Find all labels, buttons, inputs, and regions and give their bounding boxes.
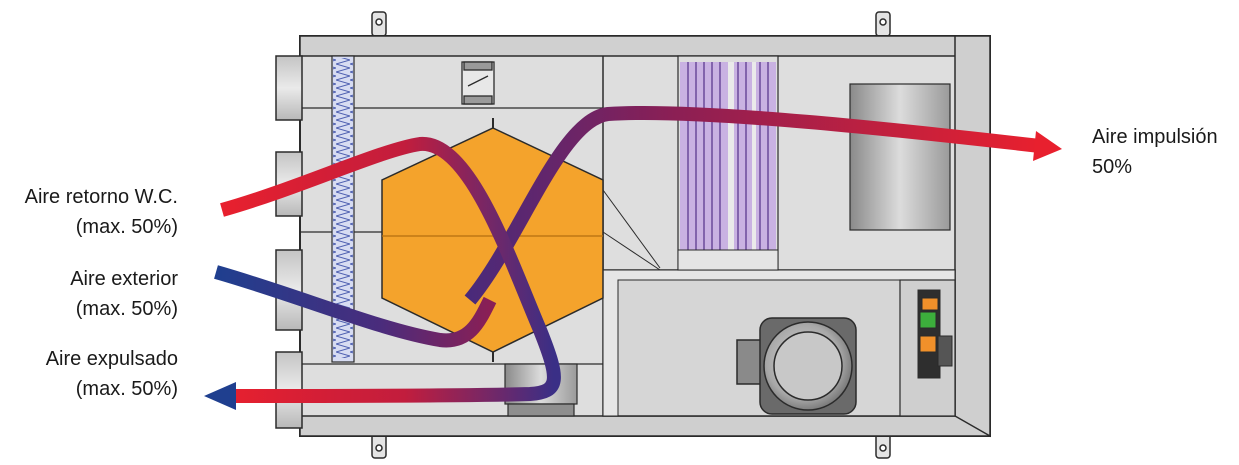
supply-fan	[850, 84, 950, 230]
label-supply-air-line2: 50%	[1092, 152, 1237, 182]
label-exterior-air: Aire exterior (max. 50%)	[10, 264, 178, 324]
label-exterior-air-line2: (max. 50%)	[10, 294, 178, 324]
label-supply-air: Aire impulsión 50%	[1092, 122, 1237, 182]
label-exhaust-air-line1: Aire expulsado	[10, 344, 178, 374]
label-exterior-air-line1: Aire exterior	[10, 264, 178, 294]
label-supply-air-line1: Aire impulsión	[1092, 122, 1237, 152]
label-exhaust-air: Aire expulsado (max. 50%)	[10, 344, 178, 404]
supply-filter	[678, 56, 778, 270]
label-return-air-line2: (max. 50%)	[10, 212, 178, 242]
supply-arrowhead	[1033, 131, 1062, 161]
label-return-air: Aire retorno W.C. (max. 50%)	[10, 182, 178, 242]
bypass-damper	[462, 62, 494, 104]
label-exhaust-air-line2: (max. 50%)	[10, 374, 178, 404]
duct-connections	[276, 56, 302, 428]
exhaust-arrowhead	[204, 382, 236, 410]
label-return-air-line1: Aire retorno W.C.	[10, 182, 178, 212]
